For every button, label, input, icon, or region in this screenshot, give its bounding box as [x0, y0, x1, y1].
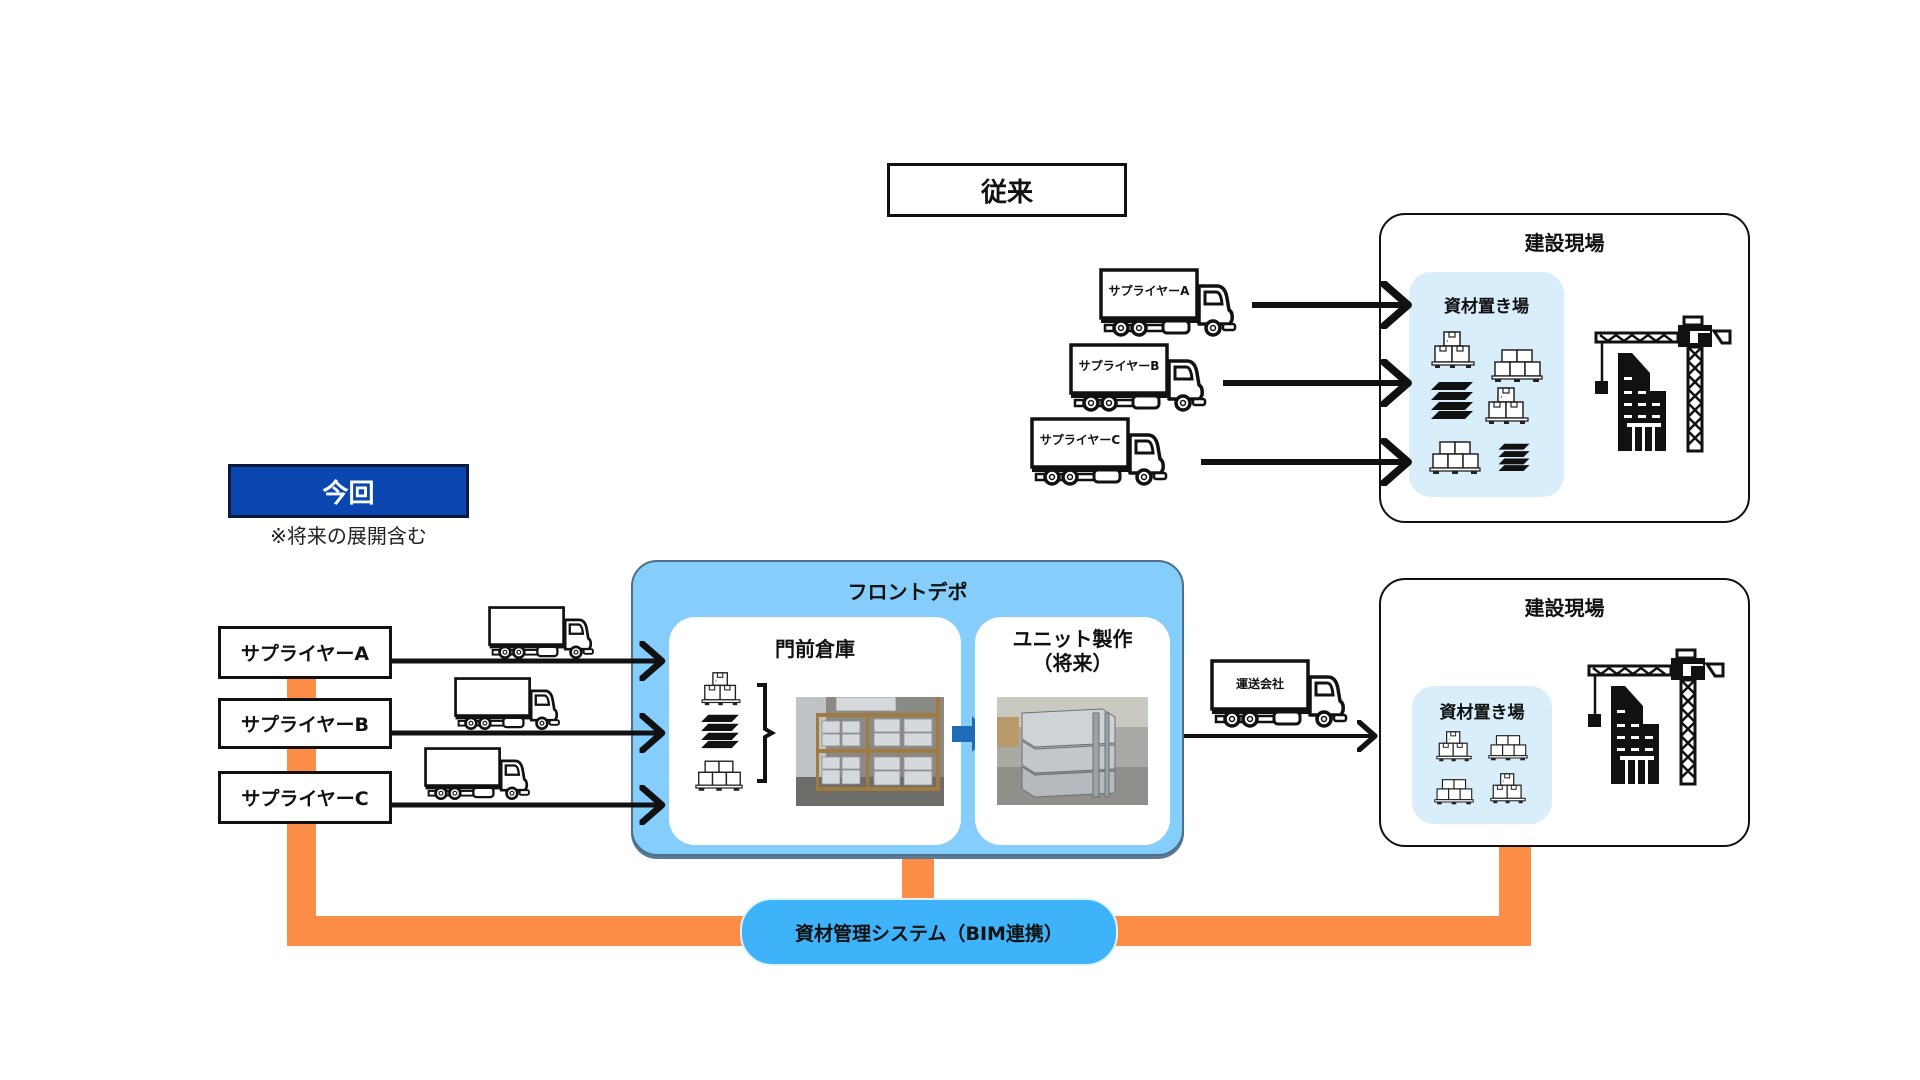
- current-title: 今回: [228, 464, 469, 518]
- truck-icon: [1099, 268, 1239, 338]
- truck-icon: [454, 677, 562, 731]
- material-management-system: 資材管理システム（BIM連携）: [740, 898, 1118, 966]
- conventional-title: 従来: [887, 163, 1127, 217]
- boxes-pallet-icon: [1434, 778, 1474, 806]
- system-link-right-vertical: [1499, 846, 1531, 946]
- sheet-stack-icon: [1497, 442, 1531, 472]
- front-depot-title: フロントデポ: [847, 580, 968, 604]
- boxes-pallet-icon: [701, 671, 741, 707]
- system-link-depot: [902, 856, 934, 902]
- supplier-c-box: サプライヤーC: [218, 771, 392, 824]
- current-construction-site: 建設現場 資材置き場: [1379, 578, 1750, 847]
- truck-icon: [1210, 659, 1350, 729]
- crane-building-icon: [1582, 648, 1732, 788]
- site-title: 建設現場: [1524, 596, 1605, 620]
- boxes-pallet-icon: [1436, 730, 1472, 763]
- gate-warehouse: 門前倉庫: [669, 617, 961, 845]
- front-depot: フロントデポ 門前倉庫: [631, 560, 1184, 856]
- current-note: ※将来の展開含む: [270, 524, 427, 548]
- material-yard: 資材置き場: [1412, 686, 1552, 824]
- yard-title: 資材置き場: [1444, 297, 1529, 317]
- unit-fabrication-title: ユニット製作 （将来）: [975, 627, 1170, 675]
- truck-label: サプライヤーB: [1078, 359, 1160, 373]
- boxes-pallet-icon: [1431, 330, 1475, 370]
- boxes-pallet-icon: [695, 759, 743, 793]
- unit-fabrication-title-line2: （将来）: [1032, 651, 1113, 675]
- truck-label: サプライヤーA: [1108, 284, 1190, 298]
- boxes-pallet-icon: [1429, 440, 1481, 476]
- truck-supplier-b-conventional: サプライヤーB: [1069, 343, 1209, 413]
- warehouse-photo: [796, 697, 944, 806]
- boxes-pallet-icon: [1488, 734, 1528, 762]
- sheet-stack-icon: [699, 713, 741, 749]
- delivery-company-truck: 運送会社: [1210, 659, 1350, 729]
- conventional-construction-site: 建設現場 資材置き場: [1379, 213, 1750, 523]
- yard-title: 資材置き場: [1439, 703, 1525, 723]
- crane-building-icon: [1590, 315, 1738, 455]
- system-link-bottom-left: [287, 916, 747, 946]
- sheet-stack-icon: [1429, 380, 1475, 420]
- truck-label: 運送会社: [1235, 677, 1284, 691]
- boxes-pallet-icon: [1491, 348, 1543, 384]
- supplier-a-box: サプライヤーA: [218, 626, 392, 679]
- boxes-pallet-icon: [1485, 386, 1529, 426]
- warehouse-shelves-image: [796, 697, 944, 806]
- unit-fabrication: ユニット製作 （将来）: [975, 617, 1170, 845]
- material-yard: 資材置き場: [1409, 272, 1564, 497]
- gate-warehouse-title: 門前倉庫: [775, 637, 855, 661]
- truck-icon: [424, 747, 532, 801]
- brace-icon: [757, 683, 777, 783]
- truck-supplier-a-conventional: サプライヤーA: [1099, 268, 1239, 338]
- unit-photo: [997, 697, 1148, 805]
- truck-icon: [488, 606, 596, 660]
- unit-fabrication-title-line1: ユニット製作: [1012, 627, 1133, 651]
- site-title: 建設現場: [1524, 231, 1605, 255]
- truck-icon: [1030, 417, 1170, 487]
- boxes-pallet-icon: [1490, 772, 1526, 805]
- truck-icon: [1069, 343, 1209, 413]
- truck-supplier-c-conventional: サプライヤーC: [1030, 417, 1170, 487]
- truck-label: サプライヤーC: [1039, 433, 1121, 447]
- system-link-bottom-right: [1110, 916, 1531, 946]
- unit-module-image: [997, 697, 1148, 805]
- supplier-b-box: サプライヤーB: [218, 698, 392, 749]
